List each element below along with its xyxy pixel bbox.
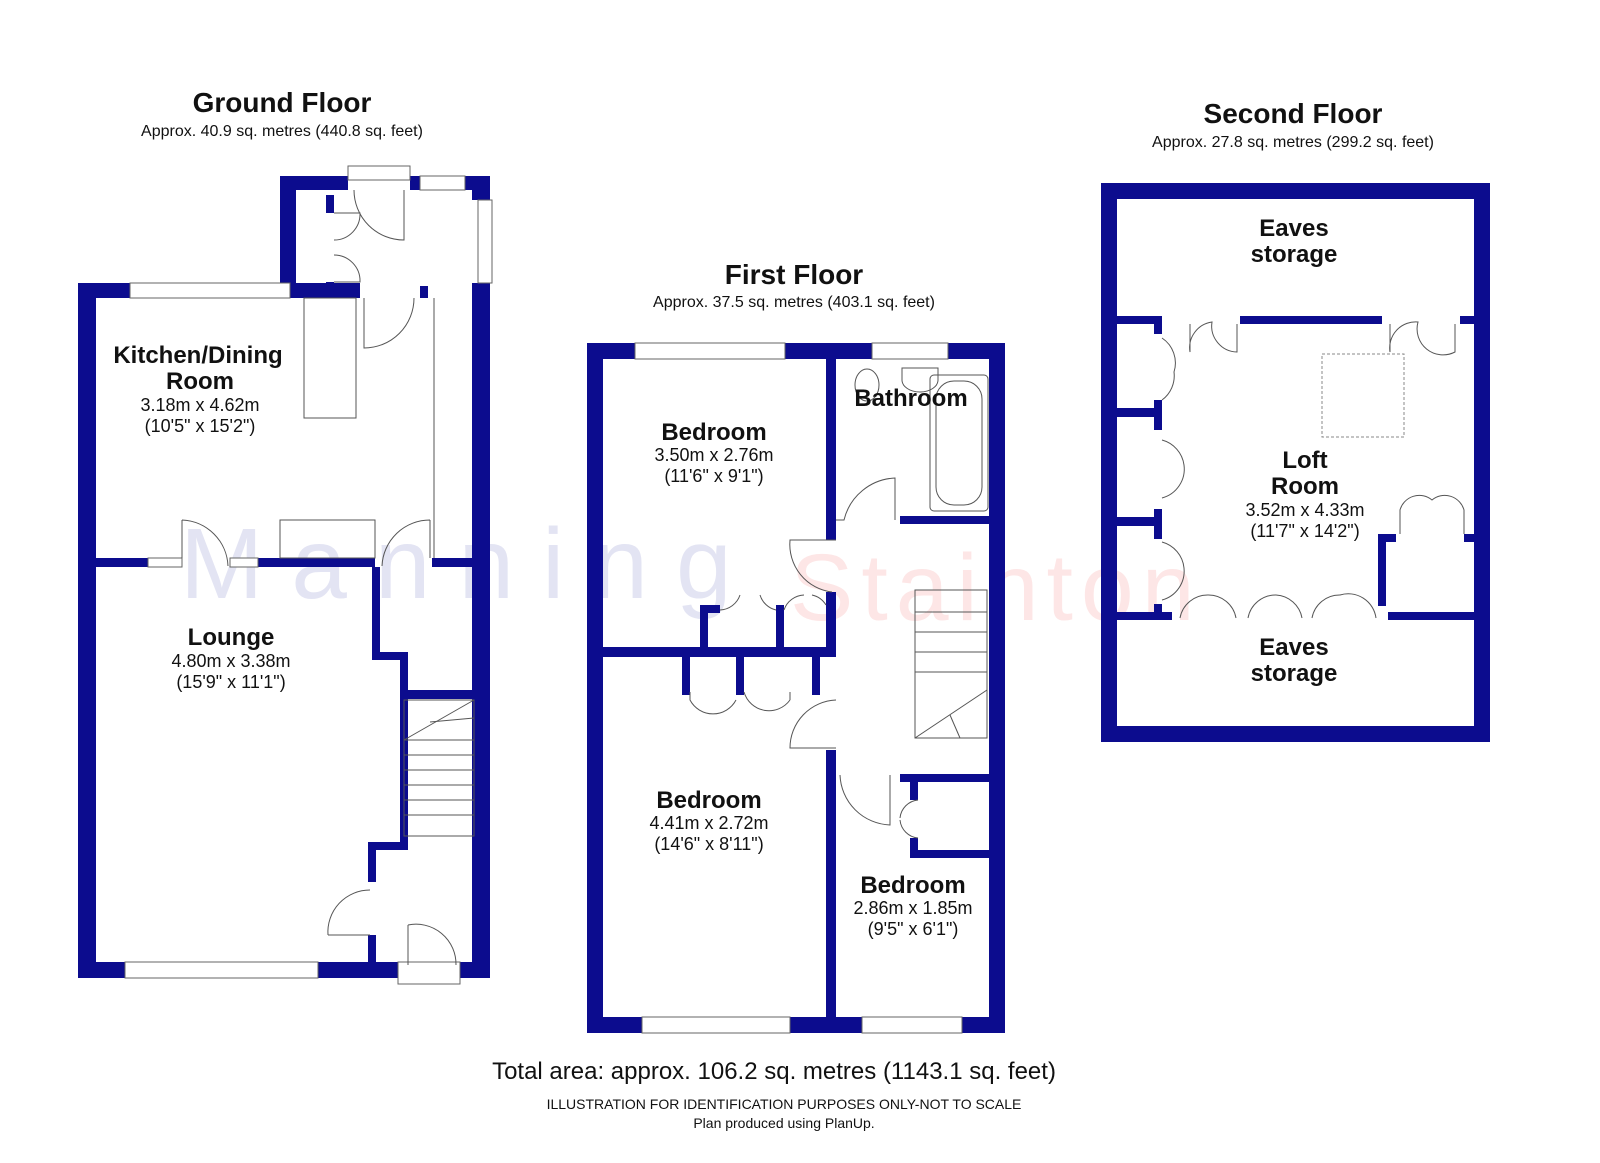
room-dimensions-metric: 3.50m x 2.76m bbox=[654, 445, 773, 465]
ground-floor-area: Approx. 40.9 sq. metres (440.8 sq. feet) bbox=[141, 123, 423, 140]
window bbox=[861, 1016, 963, 1034]
window bbox=[124, 961, 319, 979]
cupboard-doors bbox=[1161, 337, 1176, 401]
staircase bbox=[403, 699, 475, 837]
room-name: Bedroom bbox=[860, 872, 965, 899]
room-loft: Loft Room 3.52m x 4.33m (11'7" x 14'2") bbox=[1245, 447, 1364, 541]
room-eaves-storage-bottom: Eaves storage bbox=[1251, 634, 1338, 687]
door-swing bbox=[789, 539, 836, 593]
cupboard-doors bbox=[333, 212, 361, 283]
room-dimensions-imperial: (11'6" x 9'1") bbox=[664, 466, 763, 486]
window bbox=[641, 1016, 791, 1034]
door-swing bbox=[839, 774, 891, 826]
first-floor-title: First Floor bbox=[725, 259, 864, 290]
door-swing bbox=[363, 297, 415, 349]
room-name: storage bbox=[1251, 660, 1338, 687]
door-swing bbox=[789, 699, 837, 749]
plan-credit: Plan produced using PlanUp. bbox=[693, 1115, 874, 1131]
disclaimer: ILLUSTRATION FOR IDENTIFICATION PURPOSES… bbox=[547, 1096, 1022, 1112]
staircase bbox=[914, 589, 988, 739]
second-floor-area: Approx. 27.8 sq. metres (299.2 sq. feet) bbox=[1152, 134, 1434, 151]
kitchen-unit bbox=[279, 519, 376, 559]
ground-floor-title: Ground Floor bbox=[193, 87, 372, 118]
window bbox=[871, 342, 949, 360]
room-bedroom-1: Bedroom 3.50m x 2.76m (11'6" x 9'1") bbox=[654, 419, 773, 486]
door-swing bbox=[836, 477, 896, 521]
room-dimensions-metric: 3.18m x 4.62m bbox=[140, 395, 259, 415]
room-name: Lounge bbox=[188, 624, 275, 651]
second-floor-fixtures bbox=[1161, 321, 1465, 619]
window bbox=[129, 282, 291, 299]
kitchen-counter bbox=[303, 297, 357, 419]
room-dimensions-metric: 3.52m x 4.33m bbox=[1245, 500, 1364, 520]
toilet bbox=[854, 368, 880, 402]
total-area: Total area: approx. 106.2 sq. metres (11… bbox=[492, 1058, 1056, 1085]
room-bedroom-3: Bedroom 2.86m x 1.85m (9'5" x 6'1") bbox=[853, 872, 972, 939]
first-floor-fixtures bbox=[634, 342, 989, 1034]
storage-doors bbox=[1389, 321, 1456, 356]
room-dimensions-metric: 4.80m x 3.38m bbox=[171, 651, 290, 671]
ground-floor-fixtures bbox=[124, 165, 493, 985]
window bbox=[419, 175, 466, 191]
footer: Total area: approx. 106.2 sq. metres (11… bbox=[492, 1058, 1056, 1131]
room-name: Kitchen/Dining bbox=[113, 342, 282, 369]
door-swing bbox=[381, 519, 431, 567]
room-name: Bathroom bbox=[854, 385, 967, 412]
room-name: Bedroom bbox=[661, 419, 766, 446]
room-name: Eaves bbox=[1259, 215, 1328, 242]
room-dimensions-metric: 2.86m x 1.85m bbox=[853, 898, 972, 918]
watermark: Manning Stainton bbox=[180, 508, 1195, 641]
first-floor-area: Approx. 37.5 sq. metres (403.1 sq. feet) bbox=[653, 294, 935, 311]
front-door-frame bbox=[397, 961, 461, 985]
door-swing bbox=[407, 923, 457, 966]
room-dimensions-imperial: (11'7" x 14'2") bbox=[1250, 521, 1359, 541]
room-name: Room bbox=[1271, 473, 1339, 500]
room-name: Room bbox=[166, 368, 234, 395]
room-name: storage bbox=[1251, 241, 1338, 268]
room-lounge: Lounge 4.80m x 3.38m (15'9" x 11'1") bbox=[171, 624, 290, 692]
first-floor-walls bbox=[587, 343, 1005, 1033]
room-dimensions-imperial: (14'6" x 8'11") bbox=[654, 834, 763, 854]
cupboard-doors bbox=[1161, 439, 1185, 499]
room-eaves-storage-top: Eaves storage bbox=[1251, 215, 1338, 268]
ground-floor-plan: Ground Floor Approx. 40.9 sq. metres (44… bbox=[78, 87, 493, 985]
cupboard-doors bbox=[899, 799, 919, 839]
wardrobe-doors bbox=[719, 594, 827, 611]
room-dimensions-imperial: (15'9" x 11'1") bbox=[176, 672, 285, 692]
skylight bbox=[1321, 353, 1405, 438]
room-name: Bedroom bbox=[656, 787, 761, 814]
window bbox=[634, 342, 786, 360]
second-floor-walls bbox=[1101, 183, 1490, 742]
room-kitchen-dining: Kitchen/Dining Room 3.18m x 4.62m (10'5"… bbox=[113, 342, 282, 436]
cupboard-doors bbox=[1161, 541, 1185, 601]
second-floor-title: Second Floor bbox=[1204, 98, 1383, 129]
first-floor-plan: First Floor Approx. 37.5 sq. metres (403… bbox=[587, 259, 1005, 1034]
basin bbox=[901, 367, 939, 393]
room-name: Loft bbox=[1282, 447, 1327, 474]
room-dimensions-imperial: (10'5" x 15'2") bbox=[145, 416, 256, 436]
storage-doors bbox=[1399, 494, 1465, 534]
storage-doors bbox=[1189, 321, 1238, 353]
bathtub bbox=[929, 374, 989, 512]
storage-doors bbox=[1179, 593, 1377, 619]
window bbox=[229, 557, 259, 568]
window bbox=[147, 557, 183, 568]
room-bathroom: Bathroom bbox=[854, 385, 967, 412]
window bbox=[477, 199, 493, 284]
room-bedroom-2: Bedroom 4.41m x 2.72m (14'6" x 8'11") bbox=[649, 787, 768, 854]
porch-frame bbox=[347, 165, 411, 181]
room-dimensions-metric: 4.41m x 2.72m bbox=[649, 813, 768, 833]
second-floor-plan: Second Floor Approx. 27.8 sq. metres (29… bbox=[1101, 98, 1490, 742]
wardrobe-doors bbox=[689, 691, 791, 715]
door-swing bbox=[181, 519, 229, 567]
door-swing bbox=[353, 189, 405, 241]
door-swing bbox=[327, 889, 371, 936]
room-dimensions-imperial: (9'5" x 6'1") bbox=[868, 919, 959, 939]
room-name: Eaves bbox=[1259, 634, 1328, 661]
